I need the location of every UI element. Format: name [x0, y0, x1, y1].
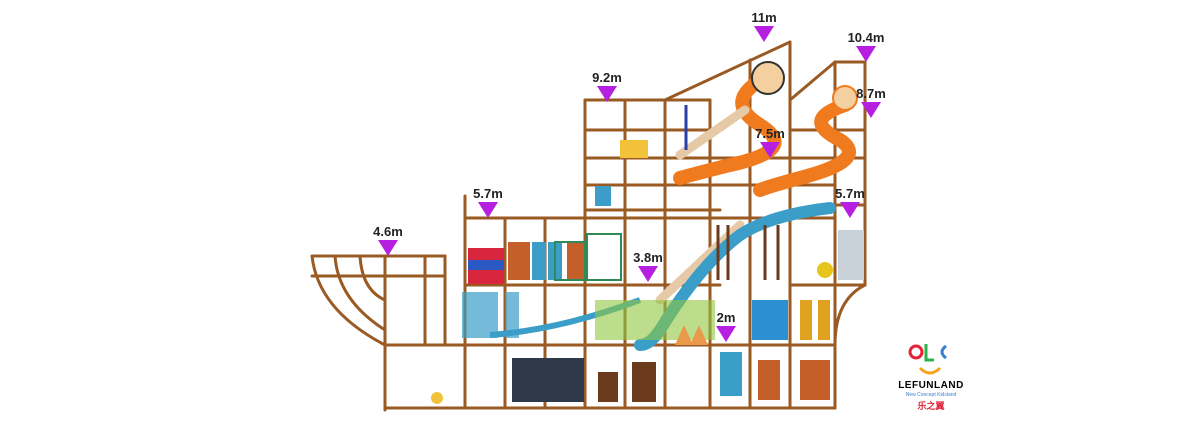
- height-marker-arrow-icon: [754, 26, 774, 42]
- height-label-h-7-5: 7.5m: [755, 126, 785, 141]
- height-marker-arrow-icon: [760, 142, 780, 158]
- height-marker-arrow-icon: [856, 46, 876, 62]
- height-marker-arrow-icon: [716, 326, 736, 342]
- lefunland-logo: LEFUNLAND New Concept Kidsland 乐之翼: [896, 338, 966, 412]
- logo-chinese-name: 乐之翼: [917, 402, 945, 412]
- height-marker-arrow-icon: [378, 240, 398, 256]
- height-label-h-9-2: 9.2m: [592, 70, 622, 85]
- height-label-h-2: 2m: [716, 310, 736, 325]
- logo-tagline: New Concept Kidsland: [905, 392, 957, 398]
- height-marker-arrow-icon: [478, 202, 498, 218]
- height-label-h-8-7: 8.7m: [856, 86, 886, 101]
- height-label-h-3-8: 3.8m: [633, 250, 663, 265]
- height-marker-arrow-icon: [597, 86, 617, 102]
- height-marker-arrow-icon: [861, 102, 881, 118]
- height-label-h-4-6: 4.6m: [373, 224, 403, 239]
- height-label-h-11: 11m: [751, 10, 777, 25]
- height-marker-arrow-icon: [638, 266, 658, 282]
- logo-brand-text: LEFUNLAND: [898, 380, 964, 391]
- height-marker-arrow-icon: [840, 202, 860, 218]
- height-label-h-5-7-right: 5.7m: [835, 186, 865, 201]
- height-label-h-10-4: 10.4m: [847, 30, 885, 45]
- lefunland-logo-mark-icon: [908, 344, 947, 375]
- height-label-h-5-7-left: 5.7m: [473, 186, 503, 201]
